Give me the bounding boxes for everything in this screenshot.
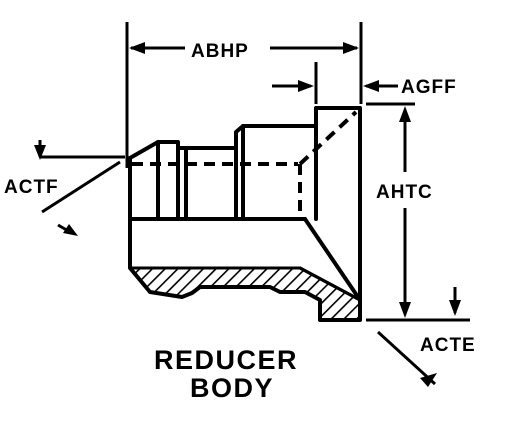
taper-line	[298, 266, 362, 302]
arrowhead	[399, 106, 411, 122]
arrowhead	[298, 80, 314, 92]
label-agff: AGFF	[401, 77, 457, 98]
dimension-labels: ABHP AGFF ACTF AHTC ACTE	[4, 41, 476, 356]
arrowhead	[420, 373, 437, 387]
label-acte: ACTE	[420, 335, 476, 356]
dimension-lines	[38, 22, 470, 386]
reducer-body-part	[128, 106, 362, 322]
arrowhead	[363, 80, 379, 92]
label-abhp: ABHP	[191, 41, 249, 62]
arrowhead	[34, 145, 46, 160]
arrowhead	[63, 224, 78, 236]
taper-line	[303, 217, 362, 302]
actf-leader	[41, 160, 121, 214]
label-ahtc: AHTC	[376, 182, 433, 203]
arrowheads	[34, 42, 461, 387]
hidden-bore-lines	[132, 110, 358, 215]
hidden-line	[298, 110, 358, 166]
figure-caption: REDUCER BODY	[154, 345, 298, 403]
arrowhead	[399, 302, 411, 318]
caption-line-2: BODY	[190, 373, 274, 403]
arrowhead	[129, 42, 145, 54]
arrowhead	[449, 300, 461, 316]
body-outline	[128, 106, 362, 322]
label-actf: ACTF	[4, 177, 59, 198]
caption-line-1: REDUCER	[154, 345, 298, 375]
arrowhead	[343, 42, 359, 54]
acte-leader	[376, 330, 437, 386]
